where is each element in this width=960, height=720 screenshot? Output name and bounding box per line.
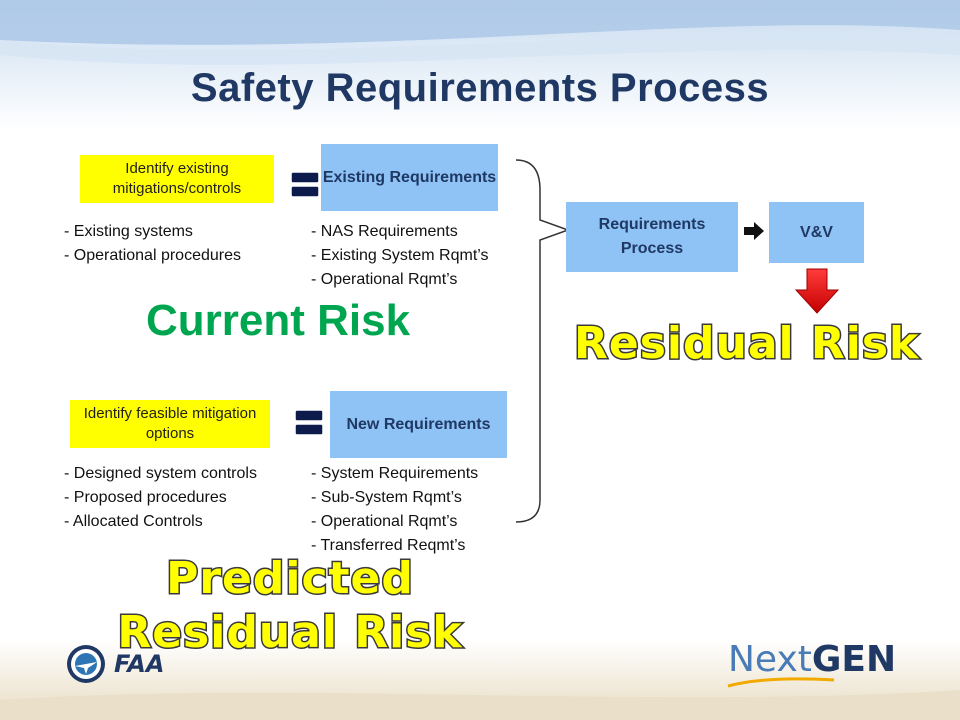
identify-feasible-box: Identify feasible mitigation options <box>70 400 270 448</box>
list-item: - Operational Rqmt’s <box>311 513 458 530</box>
nextgen-gen-text: GEN <box>811 639 897 680</box>
equals-icon <box>290 171 320 198</box>
list-item: - Designed system controls <box>64 465 257 482</box>
nextgen-next-text: Next <box>728 639 812 680</box>
faa-seal-icon <box>67 645 105 683</box>
bracket-connector <box>515 159 571 523</box>
current-risk-label: Current Risk <box>146 296 411 345</box>
list-item: - Sub-System Rqmt’s <box>311 489 462 506</box>
list-item: - Operational Rqmt’s <box>311 271 458 288</box>
requirements-process-box: Requirements Process <box>566 202 738 272</box>
residual-risk-label: Residual Risk <box>572 317 920 371</box>
list-item: - Allocated Controls <box>64 513 203 530</box>
list-item: - NAS Requirements <box>311 223 458 240</box>
new-requirements-list: - System Requirements - Sub-System Rqmt’… <box>311 462 478 558</box>
existing-systems-list: - Existing systems - Operational procedu… <box>64 220 241 268</box>
existing-requirements-box: Existing Requirements <box>321 144 498 211</box>
equals-icon <box>294 409 324 436</box>
list-item: - Operational procedures <box>64 247 241 264</box>
header-background <box>0 0 960 130</box>
new-requirements-box: New Requirements <box>330 391 507 458</box>
nextgen-swoosh-icon <box>727 677 835 688</box>
list-item: - System Requirements <box>311 465 479 482</box>
list-item: - Existing systems <box>64 223 193 240</box>
page-title: Safety Requirements Process <box>190 66 770 110</box>
predicted-residual-risk-label: Predicted Residual Risk <box>116 552 463 660</box>
vv-box: V&V <box>769 202 864 263</box>
list-item: - Proposed procedures <box>64 489 227 506</box>
list-item: - Existing System Rqmt’s <box>311 247 489 264</box>
existing-requirements-list: - NAS Requirements - Existing System Rqm… <box>311 220 489 292</box>
identify-existing-box: Identify existing mitigations/controls <box>80 155 274 203</box>
list-item: - Transferred Reqmt’s <box>311 537 466 554</box>
nextgen-logo: NextGEN <box>728 640 896 680</box>
arrow-down-icon <box>795 268 839 314</box>
arrow-right-icon <box>744 222 764 240</box>
faa-logo-text: FAA <box>114 650 165 678</box>
designed-controls-list: - Designed system controls - Proposed pr… <box>64 462 257 534</box>
